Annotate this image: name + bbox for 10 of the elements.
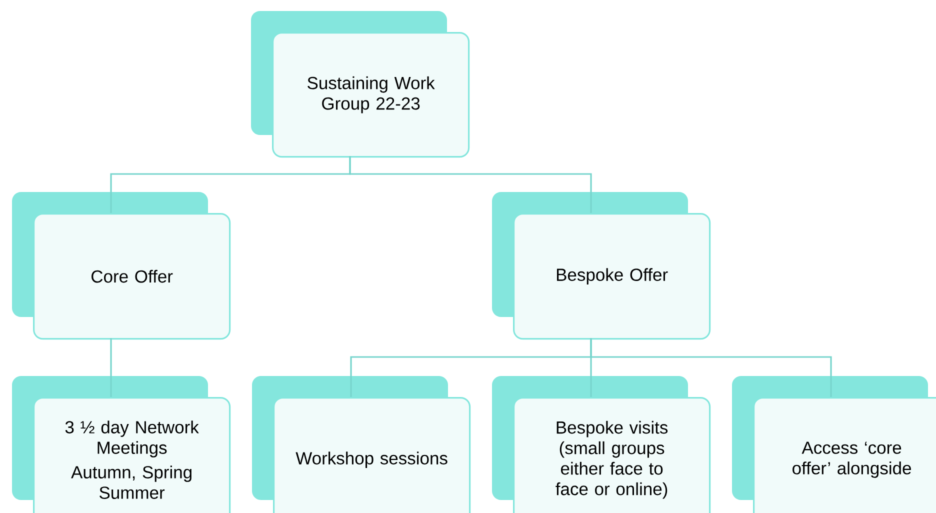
process-box: 3 ½ day Network Meetings Autumn, Spring Summer: [12, 376, 231, 513]
process-box: Access ‘core offer’ alongside: [732, 376, 936, 513]
process-box: Bespoke visits (small groups either face to face or online): [492, 376, 711, 513]
process-box: Workshop sessions: [252, 376, 471, 513]
process-box: Bespoke Offer: [492, 192, 711, 340]
connector-line: [110, 338, 112, 397]
connector-line: [590, 338, 832, 397]
process-box: Core Offer: [12, 192, 231, 340]
connector-line: [349, 156, 592, 213]
process-box: Sustaining Work Group 22-23: [251, 11, 470, 158]
